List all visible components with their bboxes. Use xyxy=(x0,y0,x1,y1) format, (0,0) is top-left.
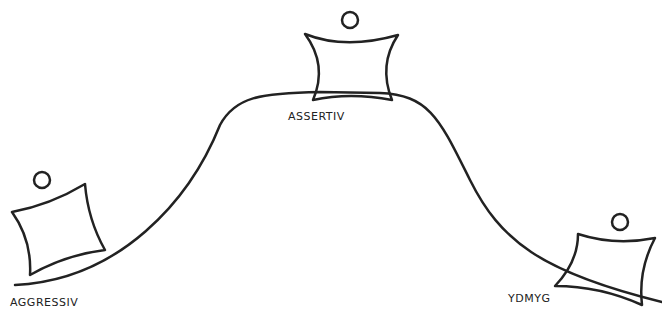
figure-label: YDMYG xyxy=(508,292,550,305)
figure-humble xyxy=(555,214,655,305)
figure-aggressive xyxy=(12,172,105,275)
figure-label: AGGRESSIV xyxy=(10,296,78,309)
hill-curve xyxy=(15,92,662,302)
figure-label: ASSERTIV xyxy=(288,110,345,123)
figure-assertive xyxy=(305,12,398,100)
